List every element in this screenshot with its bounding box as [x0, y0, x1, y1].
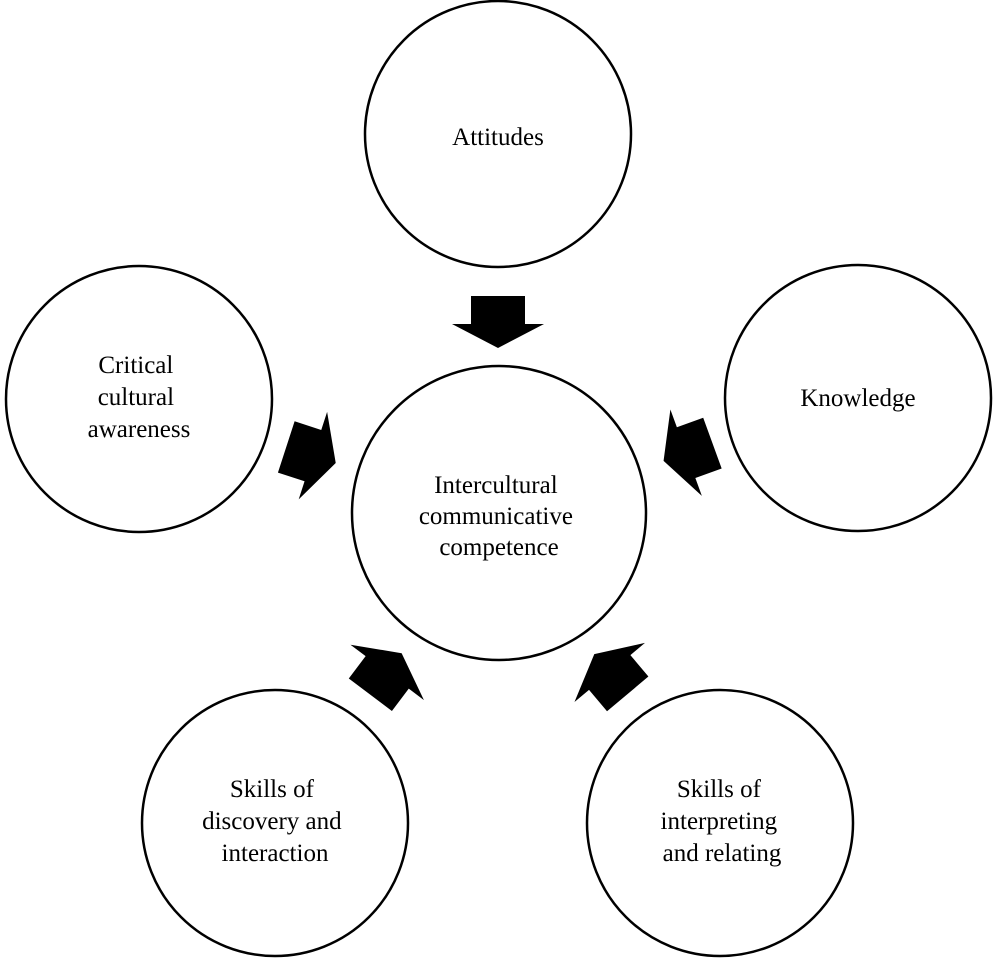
- arrows: [277, 296, 722, 712]
- critical-awareness-line-2: cultural: [98, 384, 174, 411]
- node-knowledge: Knowledge: [723, 263, 993, 533]
- critical-awareness-line-1: Critical: [98, 352, 173, 379]
- svg-text:Critical cultural: Critical cultural awareness: [88, 352, 191, 443]
- node-skills-discovery: Skills of discovery and interaction: [140, 688, 410, 958]
- skills-discovery-line-3: interaction: [222, 840, 329, 867]
- center-node: Intercultural communicative competence: [350, 364, 648, 662]
- node-critical-awareness: Critical cultural awareness: [4, 264, 274, 534]
- svg-text:Intercultural communicat: Intercultural communicative competence: [419, 472, 579, 561]
- attitudes-label: Attitudes: [452, 124, 544, 151]
- arrow-from-critical-awareness: [277, 411, 336, 500]
- node-attitudes: Attitudes: [363, 0, 633, 269]
- node-skills-interpreting: Skills of interpreting and relating: [585, 688, 855, 958]
- svg-text:Attitudes: Attitudes: [452, 124, 544, 151]
- center-label-line-1: Intercultural: [434, 472, 558, 499]
- skills-interpreting-line-1: Skills of: [677, 776, 762, 803]
- arrow-from-attitudes: [452, 296, 544, 348]
- skills-interpreting-line-2: interpreting: [661, 808, 778, 835]
- center-label-line-2: communicative: [419, 503, 573, 530]
- arrow-from-skills-interpreting: [574, 642, 649, 712]
- svg-text:Skills of interpreting: Skills of interpreting and relating: [661, 776, 784, 867]
- svg-text:Skills of discovery and: Skills of discovery and interaction: [202, 776, 348, 867]
- knowledge-label: Knowledge: [800, 385, 915, 412]
- skills-discovery-line-2: discovery and: [202, 808, 342, 835]
- skills-interpreting-line-3: and relating: [663, 840, 782, 867]
- skills-discovery-line-1: Skills of: [230, 776, 315, 803]
- critical-awareness-line-3: awareness: [88, 416, 191, 443]
- svg-text:Knowledge: Knowledge: [800, 385, 915, 412]
- arrow-from-skills-discovery: [348, 644, 424, 712]
- arrow-from-knowledge: [663, 409, 722, 496]
- center-label-line-3: competence: [439, 534, 558, 561]
